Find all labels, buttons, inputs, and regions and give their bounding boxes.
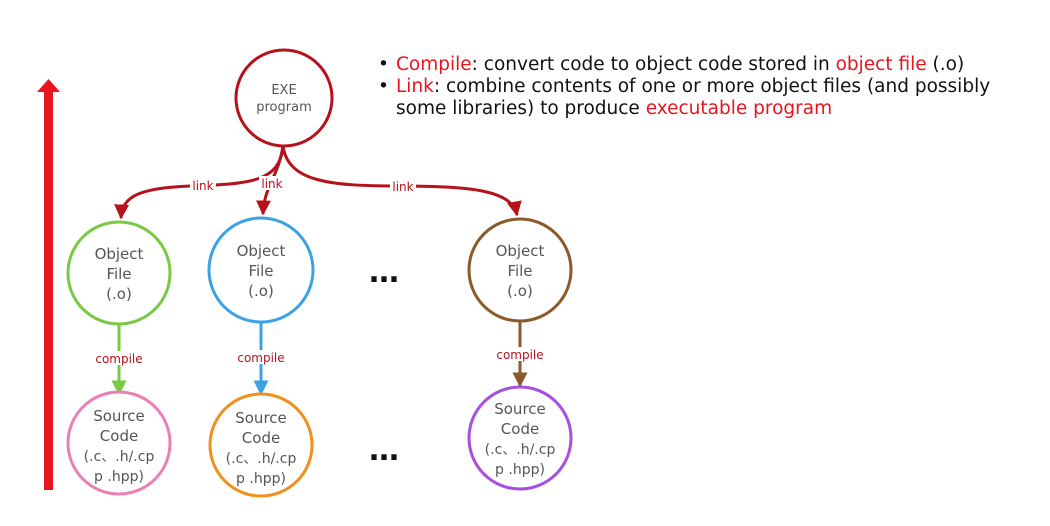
svg-text:(.c、.h/.cp: (.c、.h/.cp <box>84 449 155 465</box>
ellipsis-objects: … <box>369 255 399 290</box>
svg-text:Source: Source <box>93 407 145 425</box>
svg-text:(.o): (.o) <box>507 282 533 300</box>
svg-text:File: File <box>248 262 273 280</box>
exe-program-node: EXE program <box>234 48 334 148</box>
link-definition: Link: combine contents of one or more ob… <box>376 76 1044 120</box>
svg-text:Code: Code <box>501 420 539 438</box>
svg-text:Source: Source <box>235 409 287 427</box>
definition-notes: Compile: convert code to object code sto… <box>376 54 1044 120</box>
svg-text:Object: Object <box>496 242 545 260</box>
svg-text:Source: Source <box>494 400 546 418</box>
compile-definition: Compile: convert code to object code sto… <box>376 54 1044 76</box>
object-file-node-3: Object File (.o) <box>467 217 573 323</box>
source-code-node-1: Source Code (.c、.h/.cp p .hpp) <box>66 390 172 496</box>
object-file-node-1: Object File (.o) <box>66 220 172 326</box>
svg-text:(.c、.h/.cp: (.c、.h/.cp <box>226 451 297 467</box>
compile-highlight: object file <box>835 54 927 75</box>
svg-text:Object: Object <box>237 242 286 260</box>
link-highlight: executable program <box>645 98 833 119</box>
link-label-1: link <box>192 179 213 193</box>
ellipsis-sources: … <box>369 433 399 468</box>
svg-text:p .hpp): p .hpp) <box>236 471 286 487</box>
compile-term: Compile <box>396 54 472 75</box>
compile-label-2: compile <box>237 351 284 365</box>
compile-text-b: (.o) <box>926 54 965 75</box>
svg-text:File: File <box>106 265 131 283</box>
svg-text:(.o): (.o) <box>106 285 132 303</box>
svg-text:p .hpp): p .hpp) <box>94 469 144 485</box>
svg-text:(.c、.h/.cp: (.c、.h/.cp <box>485 442 556 458</box>
svg-text:File: File <box>507 262 532 280</box>
object-file-node-2: Object File (.o) <box>207 216 315 324</box>
svg-text:EXE: EXE <box>271 83 296 98</box>
compile-label-1: compile <box>95 352 142 366</box>
svg-text:Object: Object <box>95 245 144 263</box>
source-code-node-3: Source Code (.c、.h/.cp p .hpp) <box>467 385 573 491</box>
link-text-a: : combine contents of one or more object… <box>396 76 991 119</box>
compile-label-3: compile <box>496 348 543 362</box>
svg-text:Code: Code <box>242 429 280 447</box>
link-arrows: link link link <box>114 145 522 220</box>
svg-text:program: program <box>256 100 312 115</box>
svg-text:Code: Code <box>100 427 138 445</box>
build-direction-arrow <box>37 79 60 490</box>
compile-text-a: : convert code to object code stored in <box>471 54 836 75</box>
link-label-2: link <box>261 177 282 191</box>
link-label-3: link <box>392 180 413 194</box>
link-term: Link <box>396 76 434 97</box>
svg-text:(.o): (.o) <box>248 282 274 300</box>
compile-arrows: compile compile compile <box>92 321 547 396</box>
source-code-node-2: Source Code (.c、.h/.cp p .hpp) <box>208 392 314 498</box>
svg-text:p .hpp): p .hpp) <box>495 462 545 478</box>
